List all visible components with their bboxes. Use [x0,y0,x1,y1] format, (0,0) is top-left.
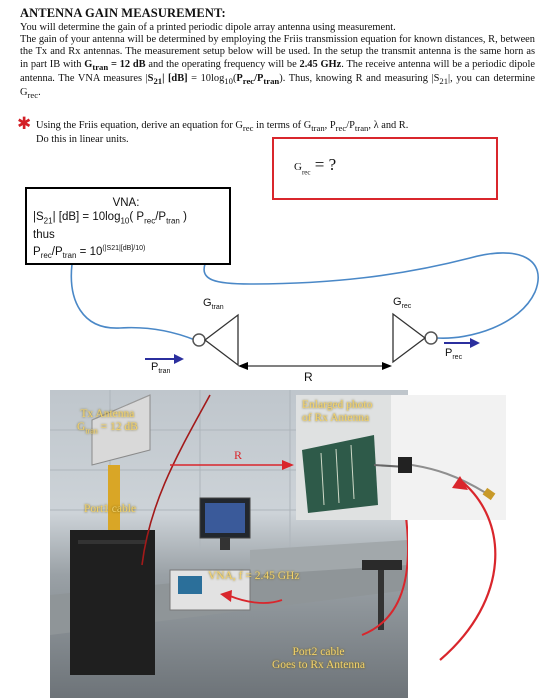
distance-r-label: R [304,370,313,384]
rx-antenna-illustration [296,395,506,520]
prec-label: Prec [445,347,463,362]
answer-box: Grec = ? [272,137,498,200]
red-star-bullet-icon: ✱ [17,114,32,133]
vna-frequency-overlay: VNA, f = 2.45 GHz [208,570,300,582]
tx-antenna-icon [203,313,239,367]
enlarged-photo-overlay: Enlarged photo of Rx Antenna [302,399,373,424]
answer-text: Grec = ? [294,155,337,177]
intro-paragraph: You will determine the gain of a printed… [20,22,535,101]
tx-antenna-overlay: Tx Antenna Gtran = 12 dB [77,408,138,436]
setup-diagram [70,252,539,370]
port2-cable-line [203,252,539,339]
distance-arrow-right-icon [382,362,392,370]
prec-arrow-icon [470,338,480,348]
ptran-arrow-icon [174,354,184,364]
ptran-label: Ptran [151,361,171,376]
rx-feed-circle [424,331,438,345]
vna-equation-box: VNA: |S21| [dB] = 10log10( Prec/Ptran ) … [25,187,231,265]
page-title: ANTENNA GAIN MEASUREMENT: [20,6,226,20]
port1-cable-overlay: Port1 cable [84,503,137,515]
rx-antenna-icon [392,312,427,364]
port1-cable-line [70,263,196,341]
grec-label: Grec [393,296,412,311]
lab-setup-photo: Tx Antenna Gtran = 12 dB R Port1 cable V… [50,390,408,698]
tx-feed-circle [192,333,206,347]
rx-antenna-inset-photo: Enlarged photo of Rx Antenna [296,395,506,520]
photo-r-label: R [234,448,243,462]
rx-pointer-arrow [439,476,497,661]
task-instruction: Using the Friis equation, derive an equa… [36,120,409,146]
gtran-label: Gtran [203,297,224,312]
port2-cable-overlay: Port2 cable Goes to Rx Antenna [272,646,365,671]
distance-arrow-left-icon [238,362,248,370]
photo-illustration [50,390,408,675]
